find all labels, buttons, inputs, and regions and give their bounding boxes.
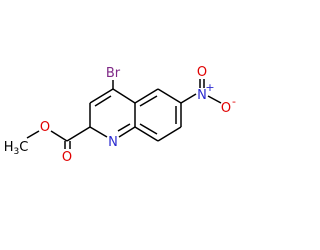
bond-c8-c8a <box>134 126 159 142</box>
bond-nitro-n-o-single <box>207 95 222 104</box>
nitro-oxygen-single-label: O <box>221 101 231 116</box>
molecule-structure: Br N N + O O - O O H3C <box>4 65 236 165</box>
bond-n1-c8a-inner <box>117 123 131 132</box>
bonds <box>26 79 222 149</box>
nitro-oxygen-charge: - <box>232 95 236 108</box>
nitro-nitrogen-charge: + <box>205 81 214 94</box>
bond-c4a-c5 <box>134 88 159 104</box>
carbonyl-oxygen-label: O <box>62 150 72 165</box>
bond-n1-c8a <box>118 126 136 138</box>
methyl-label: H3C <box>4 140 29 157</box>
bond-ester-o-methyl <box>26 130 40 139</box>
bond-c4-c3 <box>89 88 114 104</box>
bond-c7-c8 <box>157 126 182 142</box>
bond-c4-c3-inner <box>94 95 112 107</box>
bond-c4a-c5-inner <box>139 95 158 107</box>
ester-oxygen-label: O <box>40 120 50 135</box>
bond-c4a-c4 <box>112 88 136 104</box>
bond-c8-c8a-inner <box>139 123 158 135</box>
bond-c2-n1 <box>89 126 108 138</box>
nitro-nitrogen-label: N <box>197 88 207 103</box>
bond-c5-c6 <box>157 88 182 104</box>
bromine-label: Br <box>106 66 121 81</box>
bond-c6-nitro-n <box>180 93 197 104</box>
bond-carbonyl-c-ester-o <box>50 130 68 142</box>
ring-nitrogen-label: N <box>108 135 118 150</box>
nitro-oxygen-double-label: O <box>197 65 207 80</box>
atom-labels: Br N N + O O - O O H3C <box>4 65 236 165</box>
bond-c2-carbonyl-c <box>66 126 91 142</box>
